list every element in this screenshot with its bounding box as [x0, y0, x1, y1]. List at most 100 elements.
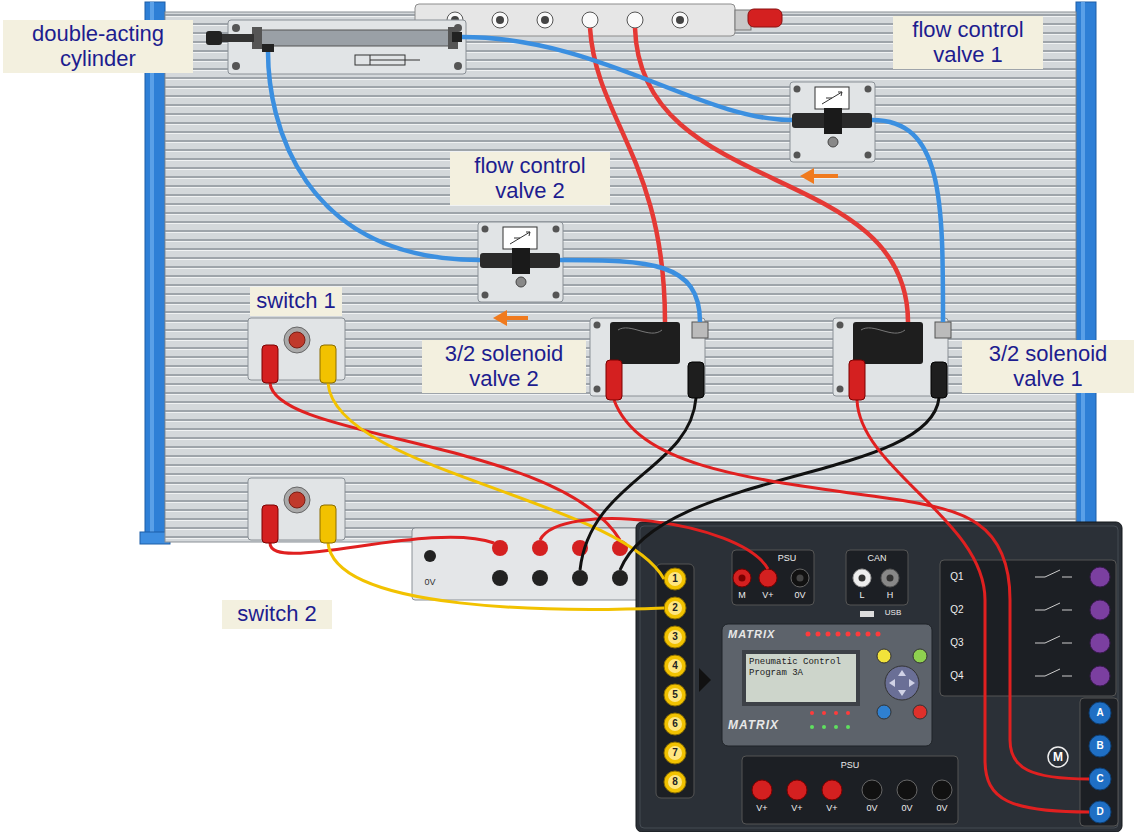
- port-fitting: [452, 32, 462, 42]
- led: [810, 711, 814, 715]
- solenoid-coil: [853, 322, 923, 364]
- port-hole: [676, 16, 684, 24]
- black-socket: [572, 570, 588, 586]
- screw: [482, 226, 489, 233]
- terminal-face: [668, 688, 682, 702]
- led: [856, 632, 861, 637]
- led: [816, 632, 821, 637]
- screw: [232, 24, 240, 32]
- red-plug: [262, 505, 278, 543]
- switch-symbol: [1035, 669, 1072, 676]
- terminal-face: [668, 630, 682, 644]
- component-label: flow control valve 2: [450, 152, 610, 205]
- red-socket: [532, 540, 548, 556]
- yellow-plug: [320, 505, 336, 543]
- motor-terminal-name: B: [1092, 739, 1108, 753]
- port-hole: [496, 16, 504, 24]
- terminal-name: 0V: [788, 590, 812, 601]
- can-socket: [881, 569, 899, 587]
- controller-bezel: [640, 526, 1118, 828]
- red-terminal: [759, 569, 777, 587]
- led: [834, 711, 838, 715]
- output-name: Q1: [944, 571, 970, 583]
- red-terminal: [822, 780, 842, 800]
- piston-rod: [220, 34, 254, 42]
- led: [846, 632, 851, 637]
- lcd-screen: [746, 654, 856, 702]
- motor-socket: [1089, 768, 1111, 790]
- terminal-number: 2: [667, 601, 683, 615]
- yellow-wire: [328, 383, 664, 579]
- block-knob: [424, 550, 436, 562]
- flow-arrow: [493, 310, 507, 326]
- flow-arrow: [505, 316, 528, 320]
- manifold-port: [537, 12, 553, 28]
- motor-symbol: [1048, 747, 1068, 767]
- mounting-plate: [228, 20, 466, 74]
- output-panel: [940, 560, 1116, 696]
- red-plug: [606, 360, 622, 400]
- panel-label: CAN: [861, 553, 893, 564]
- pad-arrow: [909, 679, 915, 687]
- block-label: 0V: [416, 578, 444, 588]
- terminal-name: V+: [750, 803, 774, 814]
- button: [913, 649, 927, 663]
- yellow-wire: [328, 543, 664, 609]
- component-label: switch 1: [250, 287, 342, 316]
- motor-panel: [1080, 698, 1118, 826]
- pad-arrow: [898, 690, 906, 696]
- terminal-name: H: [883, 590, 897, 601]
- manifold-port: [627, 12, 643, 28]
- input-strip: [656, 564, 694, 798]
- led: [822, 725, 826, 729]
- black-terminal: [862, 780, 882, 800]
- black-terminal: [932, 780, 952, 800]
- input-terminal: [664, 568, 686, 590]
- screw: [794, 152, 801, 159]
- valve-symbol: [503, 227, 537, 249]
- valve-symbol: [510, 232, 530, 244]
- led: [846, 711, 850, 715]
- push-button: [289, 492, 305, 508]
- output-name: Q3: [944, 637, 970, 649]
- motor-socket: [1089, 801, 1111, 823]
- black-plug: [931, 362, 947, 398]
- red-wire: [270, 537, 494, 553]
- screw: [865, 152, 872, 159]
- black-socket: [532, 570, 548, 586]
- terminal-number: 3: [667, 630, 683, 644]
- lcd-frame: [742, 650, 860, 706]
- coil-lead: [861, 328, 905, 333]
- yellow-plug: [320, 345, 336, 383]
- panel-label: PSU: [833, 760, 867, 771]
- air-tube: [560, 260, 700, 322]
- output-name: Q2: [944, 604, 970, 616]
- screw: [837, 386, 844, 393]
- terminal-name: 0V: [895, 803, 919, 814]
- air-tube: [872, 120, 943, 322]
- terminal-name: V+: [756, 590, 780, 601]
- pad-arrow: [889, 679, 895, 687]
- terminal-name: L: [855, 590, 869, 601]
- input-terminal: [664, 626, 686, 648]
- rod-end: [206, 31, 222, 45]
- manifold-port: [492, 12, 508, 28]
- led: [876, 632, 881, 637]
- red-wire: [540, 519, 768, 569]
- screw: [553, 226, 560, 233]
- red-wire: [614, 400, 1089, 779]
- switch-symbol: [1035, 636, 1072, 643]
- black-socket: [492, 570, 508, 586]
- led: [846, 725, 850, 729]
- component-label: flow control valve 1: [893, 16, 1043, 69]
- button: [877, 705, 891, 719]
- motor-terminal-name: D: [1092, 805, 1108, 819]
- led: [806, 632, 811, 637]
- cylinder-symbol: [370, 60, 420, 61]
- screw: [594, 386, 601, 393]
- controller-case: [636, 522, 1122, 832]
- air-tube: [462, 37, 792, 120]
- input-terminal: [664, 655, 686, 677]
- screw: [794, 86, 801, 93]
- led: [836, 632, 841, 637]
